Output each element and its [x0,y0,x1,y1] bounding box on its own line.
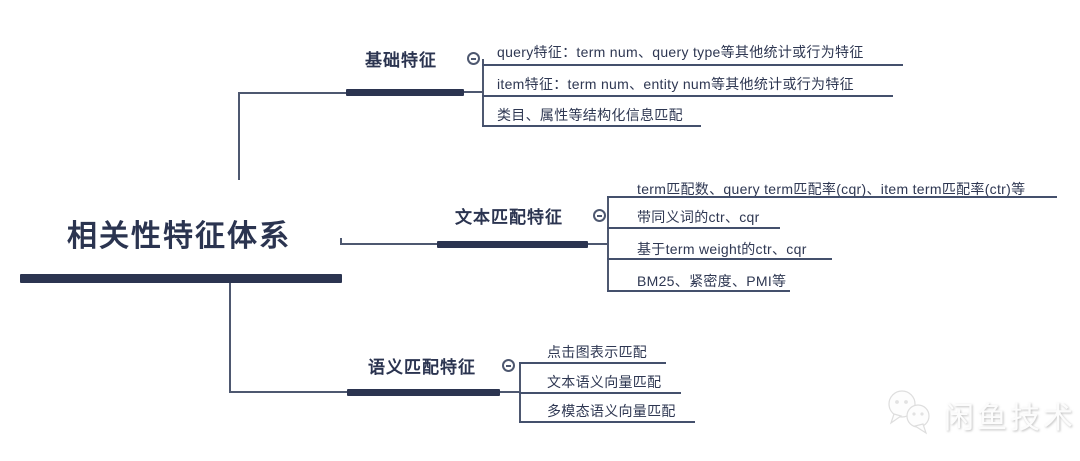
root-topic[interactable]: 相关性特征体系 [67,220,291,253]
connector-root-branch3-horizontal [229,391,349,393]
connector-root-branch3-vertical [229,283,231,393]
wechat-bubbles-icon [884,388,936,441]
child-underline [482,95,893,97]
connector-root-branch1-horizontal [238,92,348,94]
child-underline [519,362,666,364]
child-underline [482,64,903,66]
child-topic-item-features[interactable]: item特征：term num、entity num等其他统计或行为特征 [497,76,854,92]
branch2-topic-bar [437,241,588,248]
branch3-bar-tail-line [500,391,519,393]
child-topic-bm25-pmi[interactable]: BM25、紧密度、PMI等 [637,273,787,289]
connector-root-branch2-horizontal [340,243,438,245]
branch2-children-vertical-line [607,196,609,292]
child-underline [607,196,1057,198]
root-topic-bar [20,274,342,283]
connector-root-branch2-tick [340,238,342,245]
child-underline [607,258,832,260]
child-underline [519,421,695,423]
collapse-minus-icon [597,215,602,217]
branch3-collapse-toggle[interactable] [502,359,515,372]
child-topic-structured-info-match[interactable]: 类目、属性等结构化信息匹配 [497,107,683,123]
connector-root-branch1-vertical [238,93,240,180]
branch1-bar-tail-line [464,91,483,93]
watermark: 闲鱼技术 [884,388,1076,441]
child-topic-term-weight-ctr-cqr[interactable]: 基于term weight的ctr、cqr [637,241,807,257]
child-topic-synonym-ctr-cqr[interactable]: 带同义词的ctr、cqr [637,209,760,225]
branch1-topic-bar [346,89,464,96]
collapse-minus-icon [471,58,476,60]
branch1-children-vertical-line [482,59,484,127]
branch1-collapse-toggle[interactable] [467,52,480,65]
child-underline [482,125,701,127]
child-underline [519,392,681,394]
child-underline [607,290,790,292]
child-topic-query-features[interactable]: query特征：term num、query type等其他统计或行为特征 [497,44,864,60]
collapse-minus-icon [506,365,511,367]
branch-topic-text-match-features[interactable]: 文本匹配特征 [455,208,563,227]
branch2-bar-tail-line [588,243,607,245]
branch2-collapse-toggle[interactable] [593,209,606,222]
child-underline [607,227,780,229]
branch-topic-basic-features[interactable]: 基础特征 [365,51,437,70]
branch-topic-semantic-match-features[interactable]: 语义匹配特征 [368,358,476,377]
watermark-text: 闲鱼技术 [944,401,1076,435]
branch3-topic-bar [347,389,500,396]
child-topic-term-match-counts[interactable]: term匹配数、query term匹配率(cqr)、item term匹配率(… [637,181,1026,197]
child-topic-multimodal-semantic-vector-match[interactable]: 多模态语义向量匹配 [547,403,676,419]
child-topic-click-graph-match[interactable]: 点击图表示匹配 [547,344,648,360]
child-topic-text-semantic-vector-match[interactable]: 文本语义向量匹配 [547,374,662,390]
